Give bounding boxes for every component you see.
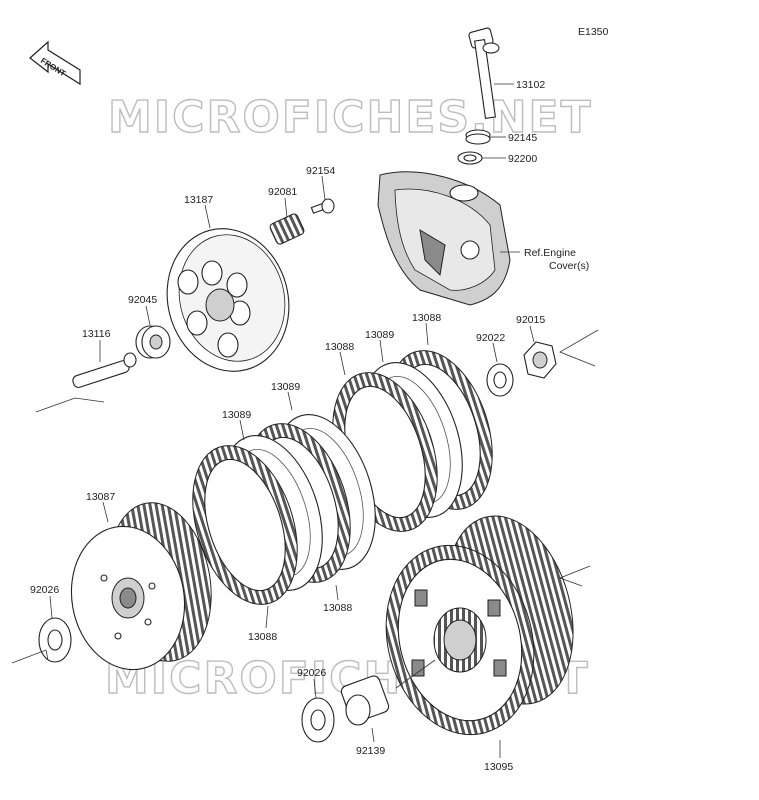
washer-92022 — [486, 363, 514, 397]
label-92022: 92022 — [476, 332, 505, 344]
engine-cover-reference — [377, 171, 511, 306]
label-13089-lower: 13089 — [222, 409, 251, 421]
pushrod-13116 — [72, 352, 137, 388]
ref-note-line2: Cover(s) — [549, 260, 589, 272]
label-92026-left: 92026 — [30, 584, 59, 596]
clutch-hub-13087 — [70, 502, 212, 671]
label-13089-top: 13089 — [365, 329, 394, 341]
label-13095: 13095 — [484, 761, 513, 773]
label-13089-middle: 13089 — [271, 381, 300, 393]
label-13087: 13087 — [86, 491, 115, 503]
washer-92026-left — [38, 617, 72, 663]
ref-note-line1: Ref.Engine — [524, 247, 576, 259]
bolt-92154 — [310, 198, 335, 214]
clutch-spring-92081 — [269, 213, 305, 245]
label-92026-right: 92026 — [297, 667, 326, 679]
label-92200: 92200 — [508, 153, 537, 165]
label-13088-top: 13088 — [412, 312, 441, 324]
label-13088-second: 13088 — [325, 341, 354, 353]
label-92081: 92081 — [268, 186, 297, 198]
label-92154: 92154 — [306, 165, 335, 177]
washer-92200 — [457, 151, 483, 165]
label-13088-right: 13088 — [323, 602, 352, 614]
bearing-92045 — [135, 325, 171, 359]
label-13187: 13187 — [184, 194, 213, 206]
spring-92145 — [465, 129, 491, 145]
label-92139: 92139 — [356, 745, 385, 757]
label-13116: 13116 — [82, 328, 111, 340]
washer-92026-right — [301, 697, 335, 743]
front-arrow-icon: FRONT — [29, 40, 81, 86]
diagram-code: E1350 — [578, 26, 609, 38]
clutch-release-shaft-13102 — [468, 27, 500, 119]
clutch-housing-13095 — [385, 515, 574, 736]
label-13088-bottom: 13088 — [248, 631, 277, 643]
label-92045: 92045 — [128, 294, 157, 306]
watermark-top: MICROFICHES.NET — [108, 92, 593, 143]
label-92145: 92145 — [508, 132, 537, 144]
pressure-plate-13187 — [166, 228, 290, 372]
sleeve-92139 — [340, 675, 390, 726]
label-13102: 13102 — [516, 79, 545, 91]
label-92015: 92015 — [516, 314, 545, 326]
nut-92015 — [523, 341, 557, 379]
friction-plate-13088-bottom — [192, 445, 298, 605]
